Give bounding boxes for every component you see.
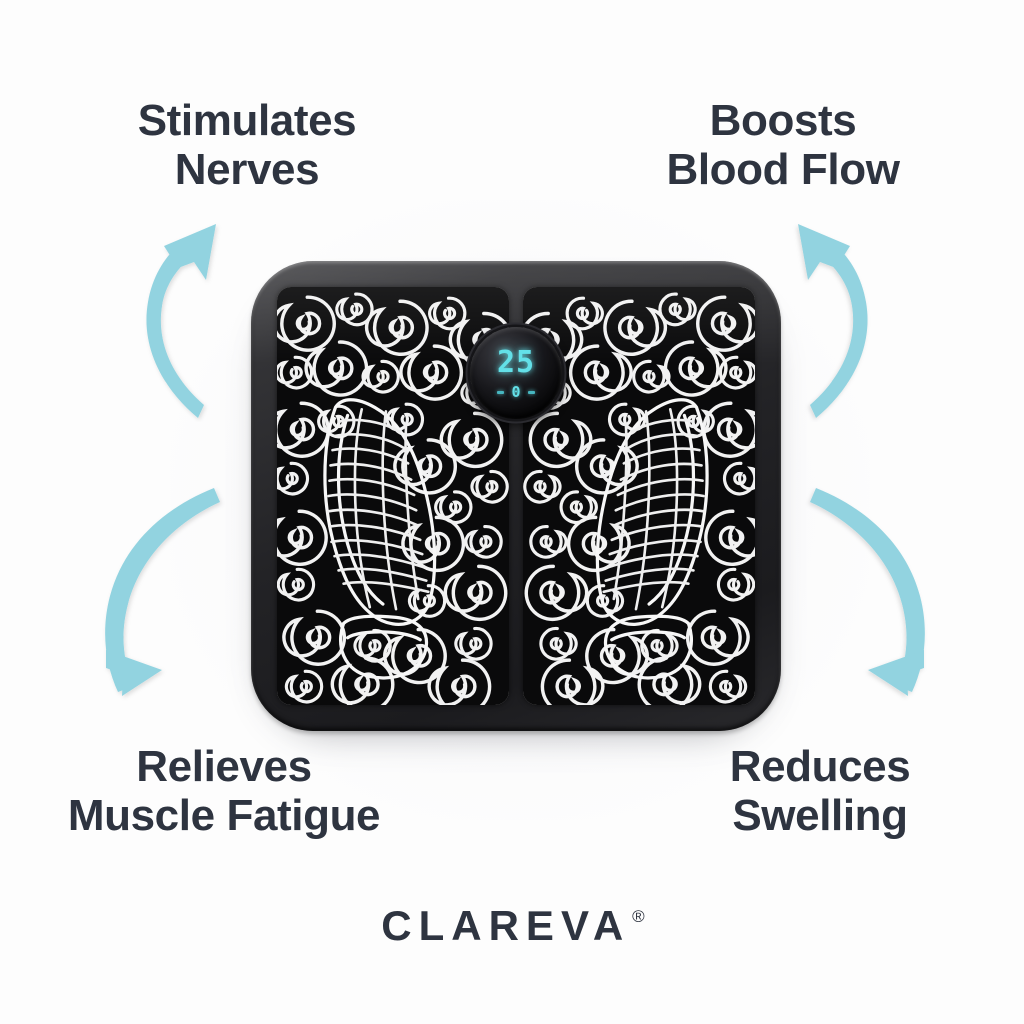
benefit-label-reduces-swelling: Reduces Swelling [729,742,911,841]
led-right-indicator-icon [527,391,535,394]
brand-name: CLAREVA [381,902,631,949]
spiral-pattern-right [523,287,755,705]
led-left-indicator-icon [497,391,505,394]
curved-arrow-bottom-left-icon [96,482,246,707]
electrode-pad-left[interactable] [277,287,509,705]
benefit-label-boosts-blood-flow: Boosts Blood Flow [666,96,900,195]
ems-foot-massager-device: 25 0 [251,261,781,735]
device-body: 25 0 [251,261,781,731]
led-display-module[interactable]: 25 0 [470,327,562,419]
registered-trademark-icon: ® [632,906,645,926]
led-intensity-value: 25 [496,345,536,380]
led-sub-row: 0 [497,383,535,401]
curved-arrow-top-left-icon [120,222,250,427]
led-mode-value: 0 [511,383,521,401]
benefit-label-relieves-muscle-fatigue: Relieves Muscle Fatigue [67,742,381,841]
curved-arrow-bottom-right-icon [784,482,934,707]
benefit-label-stimulates-nerves: Stimulates Nerves [137,96,357,195]
electrode-pad-right[interactable] [523,287,755,705]
electrode-pads [277,287,755,705]
curved-arrow-top-right-icon [764,222,894,427]
brand-logo: CLAREVA® [0,902,1024,950]
spiral-pattern-left [277,287,509,705]
